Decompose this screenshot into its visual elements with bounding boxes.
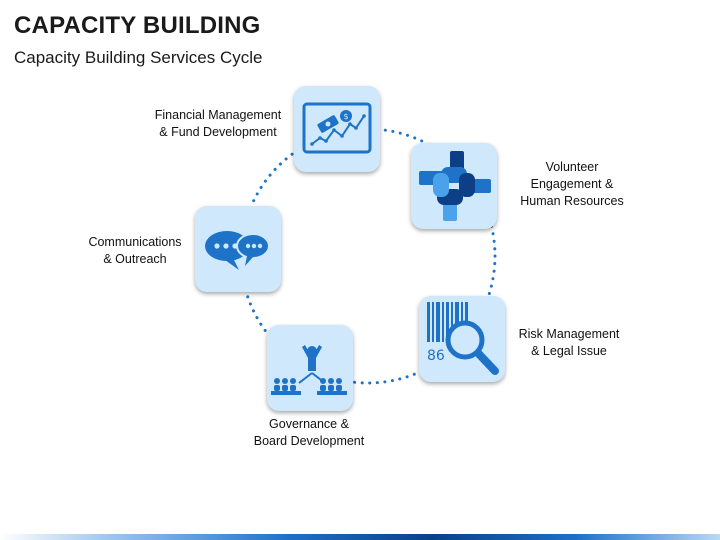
financial-label-line1: Financial Management — [154, 108, 282, 122]
hands-together-icon — [419, 151, 491, 221]
leader-audience-icon — [271, 345, 347, 395]
page-title: CAPACITY BUILDING — [14, 12, 261, 39]
page-subtitle: Capacity Building Services Cycle — [14, 48, 263, 67]
governance-tile[interactable] — [267, 325, 353, 411]
communications-label: Communications & Outreach — [80, 234, 190, 268]
financial-management-tile[interactable]: $ — [294, 86, 380, 172]
communications-label-line2: & Outreach — [103, 252, 167, 266]
communications-tile[interactable] — [195, 206, 281, 292]
financial-chart-icon: $ — [302, 102, 372, 154]
barcode-number: 86 — [427, 348, 445, 364]
volunteer-engagement-label: Volunteer Engagement & Human Resources — [512, 159, 632, 210]
speech-bubbles-icon — [205, 231, 270, 270]
barcode-magnifier-icon: 86 — [427, 302, 499, 375]
risk-label-line2: & Legal Issue — [531, 344, 607, 358]
volunteer-engagement-tile[interactable] — [411, 143, 497, 229]
governance-label-line1: Governance & — [269, 417, 349, 431]
volunteer-label-line1: Volunteer — [545, 160, 599, 174]
governance-label: Governance & Board Development — [244, 416, 374, 450]
communications-label-line1: Communications — [88, 235, 182, 249]
footer-gradient-bar — [0, 534, 720, 540]
risk-label-line1: Risk Management — [518, 327, 620, 341]
financial-label-line2: & Fund Development — [159, 125, 277, 139]
volunteer-label-line3: Human Resources — [520, 194, 624, 208]
risk-management-label: Risk Management & Legal Issue — [510, 326, 628, 360]
volunteer-label-line2: Engagement & — [530, 177, 614, 191]
governance-label-line2: Board Development — [253, 434, 365, 448]
svg-text:$: $ — [343, 112, 348, 121]
financial-management-label: Financial Management & Fund Development — [148, 107, 288, 141]
risk-management-tile[interactable]: 86 — [419, 296, 505, 382]
